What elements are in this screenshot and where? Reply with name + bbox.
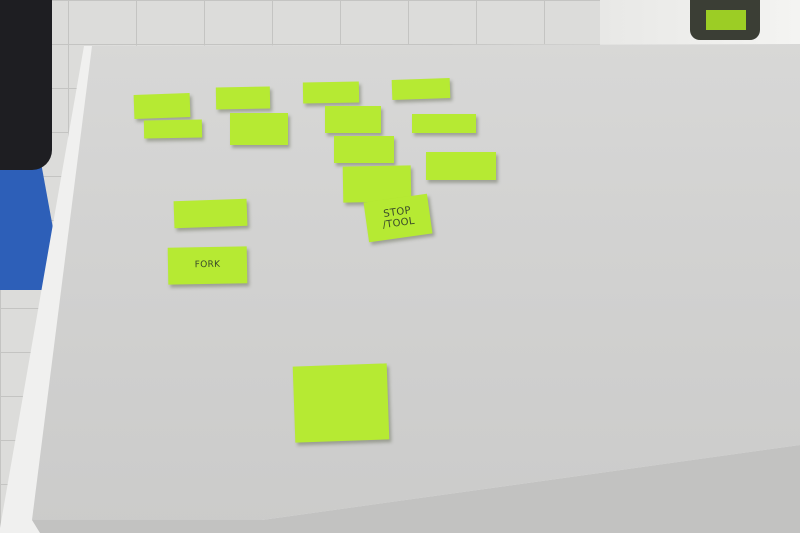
sticky-note bbox=[302, 81, 360, 104]
sticky-note bbox=[215, 86, 271, 110]
sticky-note-blank bbox=[292, 363, 390, 443]
sticky-note bbox=[230, 113, 288, 145]
sticky-note-fork: FORK bbox=[167, 246, 248, 285]
sticky-note bbox=[412, 114, 476, 133]
sticky-note-text: STOP /TOOL bbox=[382, 205, 416, 232]
sticky-note bbox=[426, 152, 496, 180]
sticky-note bbox=[391, 77, 451, 101]
sticky-note bbox=[133, 93, 191, 119]
green-tag bbox=[706, 10, 746, 30]
sticky-note bbox=[143, 119, 203, 139]
sticky-note bbox=[334, 136, 394, 163]
sticky-note bbox=[173, 198, 248, 229]
sticky-note-text: FORK bbox=[194, 259, 221, 270]
sticky-note bbox=[325, 106, 381, 133]
dark-chair-leg bbox=[0, 0, 52, 170]
